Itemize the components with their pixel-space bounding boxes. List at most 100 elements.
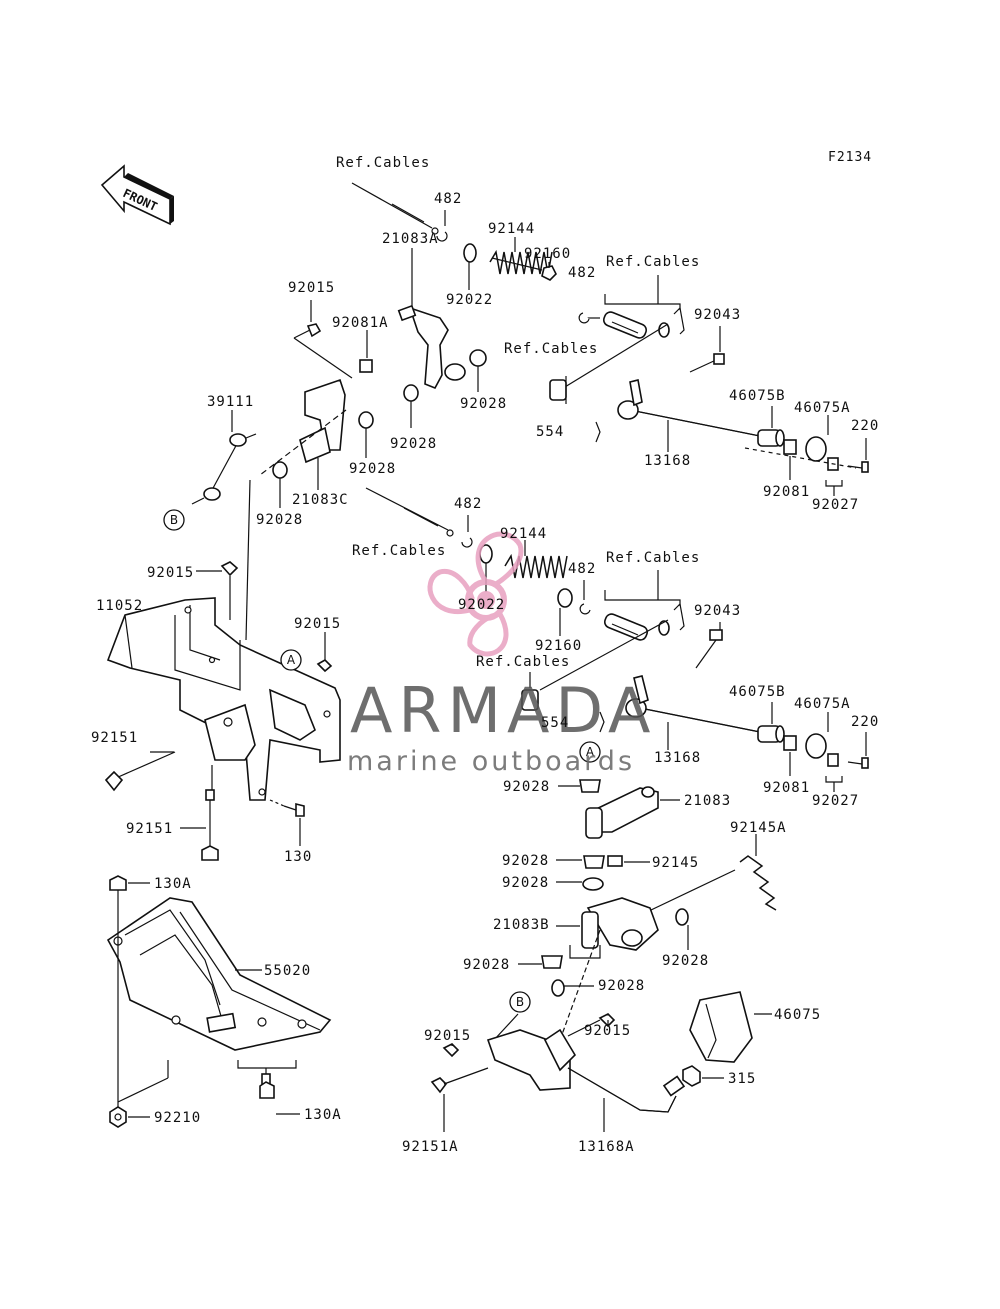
bushing-icon (541, 955, 563, 969)
part-label: 46075A (794, 400, 851, 416)
link-rod-icon (191, 433, 257, 505)
part-label: 92028 (256, 512, 303, 528)
pin-icon (827, 753, 839, 767)
part-label: 21083B (493, 917, 550, 933)
part-label: 92022 (446, 292, 493, 308)
bolt-icon (689, 353, 725, 373)
spring-icon (783, 439, 797, 455)
part-label: 554 (536, 424, 564, 440)
bushing-icon (579, 779, 601, 793)
part-label: 92028 (502, 853, 549, 869)
callout-b (163, 509, 185, 531)
bolt-icon (283, 802, 305, 817)
part-label: 92160 (524, 246, 571, 262)
part-label: 92043 (694, 307, 741, 323)
pedal-pad-icon (689, 991, 753, 1063)
collar-icon (299, 426, 331, 464)
part-label: 220 (851, 418, 879, 434)
nut-icon (442, 1043, 460, 1058)
bracket-plate-icon (304, 378, 346, 451)
spring-icon (607, 855, 623, 867)
figure-code: F2134 (828, 150, 872, 165)
bushing-icon (551, 979, 565, 997)
lever-arm-icon (397, 304, 466, 390)
part-label: 92144 (500, 526, 547, 542)
bolt-icon (847, 461, 869, 473)
part-label: 92210 (154, 1110, 201, 1126)
part-label: 92081A (332, 315, 389, 331)
callout-b-lower (509, 991, 531, 1013)
part-label: Ref.Cables (352, 543, 446, 559)
callout-a (280, 649, 302, 671)
collar-icon (757, 429, 785, 447)
callout-a-lower (579, 741, 601, 763)
washer-icon (463, 243, 477, 263)
part-label: 92028 (460, 396, 507, 412)
bolt-icon (109, 875, 127, 905)
bolt-icon (847, 757, 869, 769)
e-clip-icon (579, 603, 591, 615)
bushing-icon (583, 855, 605, 869)
bushing-icon (272, 461, 288, 479)
part-label: 130 (284, 849, 312, 865)
part-label: 130A (154, 876, 192, 892)
washer-icon (582, 877, 604, 891)
part-label: 92145A (730, 820, 787, 836)
part-label: 315 (728, 1071, 756, 1087)
part-label: 92081 (763, 780, 810, 796)
part-label: 92015 (294, 616, 341, 632)
spring-icon (359, 359, 373, 373)
bushing-icon (403, 384, 419, 402)
nut-icon (598, 1013, 616, 1028)
bushing-icon (469, 349, 487, 367)
washer-icon (658, 322, 670, 338)
callout-b-lower-letter: B (516, 995, 524, 1009)
part-label: 55020 (264, 963, 311, 979)
part-label: 21083A (382, 231, 439, 247)
skid-plate-icon (106, 897, 332, 1051)
nut-icon (306, 323, 322, 338)
part-label: 46075 (774, 1007, 821, 1023)
part-label: 482 (568, 561, 596, 577)
part-label: 21083C (292, 492, 349, 508)
nut-icon (316, 659, 333, 673)
part-label: 92027 (812, 793, 859, 809)
propeller-icon (427, 531, 524, 657)
part-label: Ref.Cables (606, 550, 700, 566)
callout-a-lower-letter: A (586, 745, 595, 759)
cotter-pin-icon (673, 602, 685, 631)
part-label: 130A (304, 1107, 342, 1123)
part-label: 92028 (503, 779, 550, 795)
clip-icon (595, 421, 601, 443)
part-label: 13168 (654, 750, 701, 766)
part-label: 92015 (147, 565, 194, 581)
part-label: Ref.Cables (606, 254, 700, 270)
bushing-icon (675, 908, 689, 926)
watermark-tagline: marine outboards (347, 746, 635, 777)
part-label: 92028 (662, 953, 709, 969)
part-label: 92015 (584, 1023, 631, 1039)
spring-icon (489, 249, 553, 275)
part-label: 92015 (424, 1028, 471, 1044)
part-label: Ref.Cables (476, 654, 570, 670)
part-label: 220 (851, 714, 879, 730)
part-label: 92160 (535, 638, 582, 654)
cable-end-icon (602, 311, 648, 339)
part-label: 92144 (488, 221, 535, 237)
pin-icon (549, 376, 567, 404)
cable-rod-icon (365, 487, 454, 537)
part-label: 46075B (729, 684, 786, 700)
part-label: 92081 (763, 484, 810, 500)
part-label: 92028 (598, 978, 645, 994)
part-label: Ref.Cables (336, 155, 430, 171)
washer-icon (658, 620, 670, 636)
shaft-icon (625, 675, 761, 733)
bolt-icon (695, 629, 723, 669)
part-label: 46075A (794, 696, 851, 712)
nut-icon (682, 1065, 701, 1087)
part-label: 554 (541, 715, 569, 731)
nut-icon (220, 561, 239, 577)
part-label: 92015 (288, 280, 335, 296)
part-label: 482 (434, 191, 462, 207)
part-label: 92028 (390, 436, 437, 452)
